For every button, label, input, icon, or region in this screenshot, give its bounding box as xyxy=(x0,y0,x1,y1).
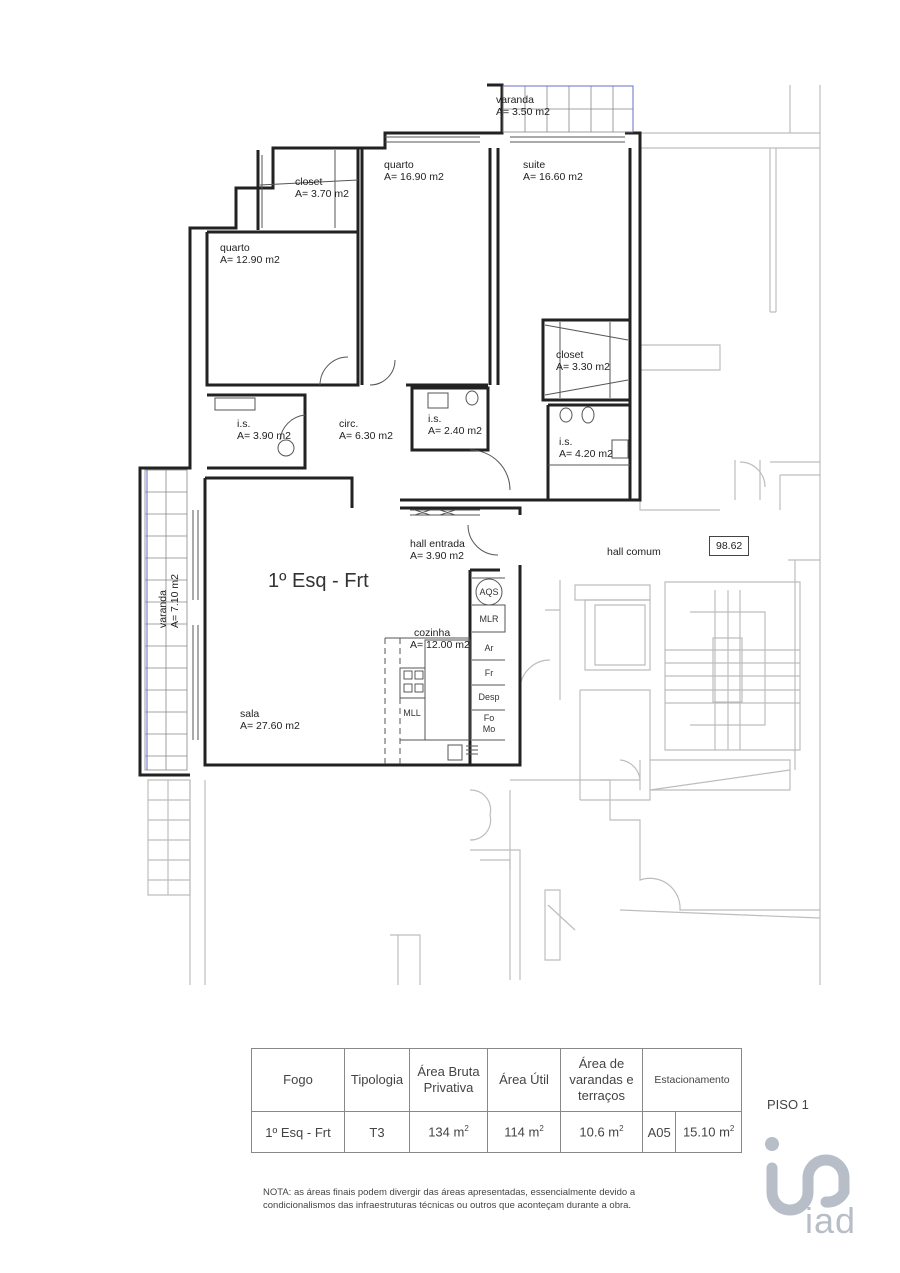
col-tipologia: Tipologia xyxy=(344,1048,410,1112)
superscript: 2 xyxy=(539,1124,544,1134)
appliance-mll: MLL xyxy=(403,708,421,718)
room-name: i.s. xyxy=(428,413,442,425)
header-line: Área de xyxy=(578,1056,625,1071)
room-name: closet xyxy=(295,176,323,188)
logo-text: iad xyxy=(805,1200,857,1241)
room-area: A= 4.20 m2 xyxy=(559,448,613,460)
level-box: 98.62 xyxy=(709,536,750,556)
note-line: condicionalismos das infraestruturas téc… xyxy=(263,1200,632,1211)
iad-logo-icon xyxy=(765,1137,850,1216)
col-area-util: Área Útil xyxy=(487,1048,561,1112)
room-area: A= 3.50 m2 xyxy=(496,106,550,118)
room-name: circ. xyxy=(339,418,359,430)
room-label-is-left: i.s. A= 3.90 m2 xyxy=(237,418,291,442)
value: 15.10 m xyxy=(682,1124,730,1140)
room-label-suite: suite A= 16.60 m2 xyxy=(523,159,583,183)
superscript: 2 xyxy=(619,1124,624,1134)
common-hall-label: hall comum xyxy=(607,546,661,558)
room-name: varanda xyxy=(157,590,169,628)
col-estacionamento: Estacionamento xyxy=(642,1048,742,1112)
room-name: cozinha xyxy=(414,627,451,639)
header-line: varandas e xyxy=(569,1072,634,1087)
appliance-ar: Ar xyxy=(484,643,494,653)
room-area: A= 7.10 m2 xyxy=(169,574,181,628)
room-label-closet: closet A= 3.70 m2 xyxy=(295,176,349,200)
room-name: sala xyxy=(240,708,260,720)
cell-area-bruta: 134 m2 xyxy=(409,1111,488,1153)
value: 134 m xyxy=(428,1124,465,1140)
room-label-circ: circ. A= 6.30 m2 xyxy=(339,418,393,442)
cell-parking-area: 15.10 m2 xyxy=(675,1111,742,1153)
room-area: A= 2.40 m2 xyxy=(428,425,482,437)
value: 10.6 m xyxy=(579,1124,620,1140)
col-area-varandas: Área de varandas e terraços xyxy=(560,1048,643,1112)
superscript: 2 xyxy=(464,1124,469,1134)
note-line: NOTA: as áreas finais podem divergir das… xyxy=(263,1187,636,1198)
room-label-cozinha: cozinha A= 12.00 m2 xyxy=(410,627,470,651)
header-line: Área Bruta xyxy=(417,1064,480,1079)
room-label-hall-entrada: hall entrada A= 3.90 m2 xyxy=(410,538,465,562)
room-label-sala: sala A= 27.60 m2 xyxy=(240,708,300,732)
appliance-desp: Desp xyxy=(478,692,500,702)
unit-summary-table: Fogo Tipologia Área Bruta Privativa Área… xyxy=(251,1048,742,1153)
room-name: closet xyxy=(556,349,584,361)
superscript: 2 xyxy=(729,1124,735,1134)
col-fogo: Fogo xyxy=(251,1048,345,1112)
unit-title: 1º Esq - Frt xyxy=(268,570,369,592)
cell-tipologia: T3 xyxy=(344,1111,410,1153)
appliance-fr: Fr xyxy=(484,668,494,678)
header-line: terraços xyxy=(578,1088,625,1103)
appliance-fo: Fo xyxy=(483,713,495,723)
col-area-bruta: Área Bruta Privativa xyxy=(409,1048,488,1112)
room-label-closet-suite: closet A= 3.30 m2 xyxy=(556,349,610,373)
room-name: quarto xyxy=(220,242,250,254)
cell-area-util: 114 m2 xyxy=(487,1111,561,1153)
floor-plan-drawing xyxy=(138,83,821,985)
room-area: A= 12.00 m2 xyxy=(410,639,470,651)
room-label-quarto-left: quarto A= 12.90 m2 xyxy=(220,242,280,266)
cell-parking-spot: A05 xyxy=(641,1111,677,1153)
room-area: A= 12.90 m2 xyxy=(220,254,280,266)
room-name: hall entrada xyxy=(410,538,465,550)
value: 114 m xyxy=(504,1124,540,1140)
room-label-varanda-top: varanda A= 3.50 m2 xyxy=(496,94,550,118)
room-label-is-suite: i.s. A= 4.20 m2 xyxy=(559,436,613,460)
room-name: suite xyxy=(523,159,546,171)
table-row: 1º Esq - Frt T3 134 m2 114 m2 10.6 m2 A0… xyxy=(251,1111,742,1153)
cell-area-varandas: 10.6 m2 xyxy=(560,1111,643,1153)
appliance-mlr: MLR xyxy=(479,614,499,624)
room-area: A= 16.90 m2 xyxy=(384,171,444,183)
room-label-varanda-side: varanda A= 7.10 m2 xyxy=(157,574,181,628)
room-area: A= 3.90 m2 xyxy=(237,430,291,442)
room-name: quarto xyxy=(384,159,414,171)
appliance-aqs: AQS xyxy=(479,587,499,597)
room-area: A= 27.60 m2 xyxy=(240,720,300,732)
room-name: i.s. xyxy=(559,436,573,448)
room-area: A= 6.30 m2 xyxy=(339,430,393,442)
room-area: A= 3.30 m2 xyxy=(556,361,610,373)
room-area: A= 3.70 m2 xyxy=(295,188,349,200)
room-area: A= 16.60 m2 xyxy=(523,171,583,183)
room-label-quarto-center: quarto A= 16.90 m2 xyxy=(384,159,444,183)
appliance-mo: Mo xyxy=(482,724,496,734)
floor-label: PISO 1 xyxy=(767,1097,809,1112)
room-area: A= 3.90 m2 xyxy=(410,550,464,562)
room-label-is-center: i.s. A= 2.40 m2 xyxy=(428,413,482,437)
room-name: i.s. xyxy=(237,418,251,430)
header-line: Privativa xyxy=(423,1080,474,1095)
disclaimer-note: NOTA: as áreas finais podem divergir das… xyxy=(263,1186,723,1212)
cell-fogo: 1º Esq - Frt xyxy=(251,1111,345,1153)
room-name: varanda xyxy=(496,94,534,106)
table-header-row: Fogo Tipologia Área Bruta Privativa Área… xyxy=(251,1048,742,1112)
